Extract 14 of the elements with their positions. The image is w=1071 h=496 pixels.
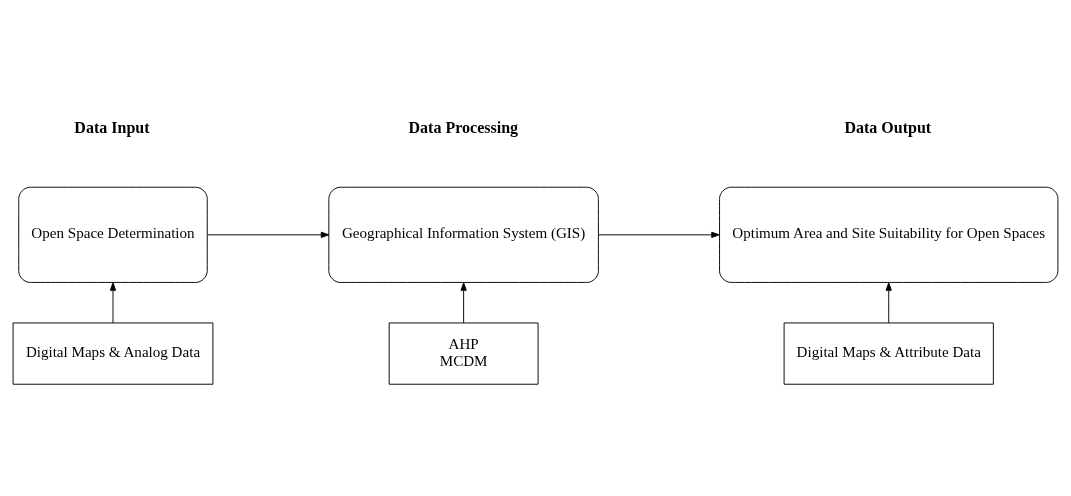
node-box: Geographical Information System (GIS) [328,186,599,283]
node-box: AHP MCDM [388,322,539,385]
node-box: Digital Maps & Attribute Data [783,322,994,385]
label: Data Input [74,118,150,136]
node-box: Optimum Area and Site Suitability for Open Spaces [719,186,1059,283]
arrow [885,281,892,323]
label: Data Output [844,118,932,136]
arrow [598,231,720,238]
arrow [207,231,330,238]
arrow [109,281,117,323]
node-box: Digital Maps & Analog Data [12,322,214,385]
label: Data Processing [408,118,519,136]
arrow [460,281,467,323]
node-box: Open Space Determination [18,186,208,283]
